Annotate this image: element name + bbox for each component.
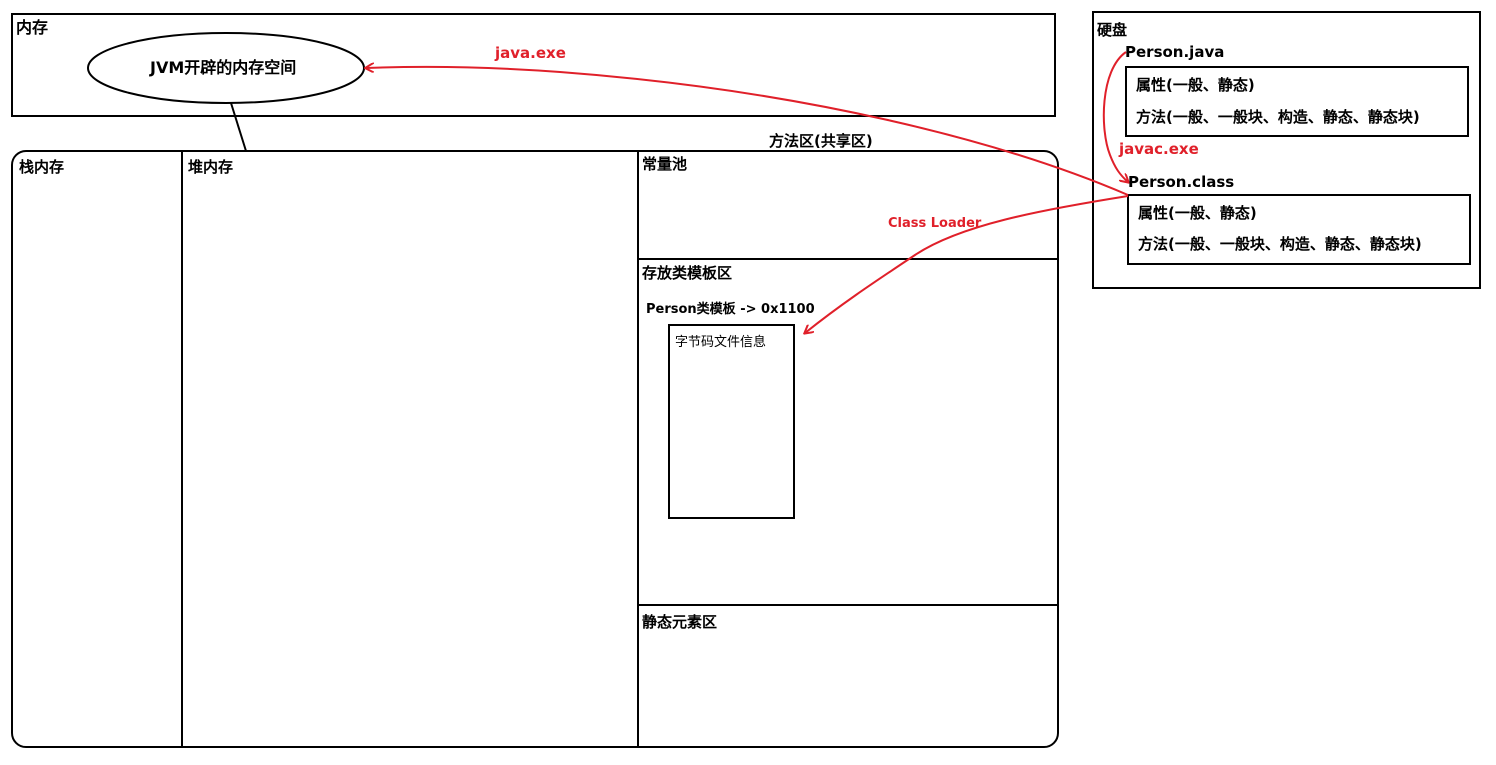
jvm-space-label: JVM开辟的内存空间 [150,58,297,77]
person-template-label: Person类模板 -> 0x1100 [646,302,815,317]
runtime-area-box [11,150,1059,748]
bytecode-info-label: 字节码文件信息 [675,335,767,350]
person-java-label: Person.java [1125,43,1225,61]
class-template-area-label: 存放类模板区 [642,264,733,282]
method-area-title: 方法区(共享区) [769,132,873,150]
person-java-box [1125,66,1469,137]
disk-box [1092,11,1481,289]
heap-label: 堆内存 [188,158,234,176]
class-loader-arrow [805,195,1129,333]
person-class-box [1127,194,1471,265]
stack-label: 栈内存 [19,158,65,176]
class-methods-label: 方法(一般、一般块、构造、静态、静态块) [1138,235,1422,253]
java-exe-arrow [366,67,1129,196]
javac-exe-arrow [1102,51,1128,182]
javac-exe-label: javac.exe [1119,140,1199,158]
java-exe-label: java.exe [495,44,566,62]
disk-title: 硬盘 [1097,21,1128,39]
memory-title: 内存 [16,18,49,37]
constant-pool-label: 常量池 [642,155,688,173]
class-loader-label: Class Loader [888,216,982,231]
jvm-connector-line [230,102,247,152]
java-attributes-label: 属性(一般、静态) [1136,76,1255,94]
static-area-label: 静态元素区 [642,613,718,631]
bytecode-info-box [668,324,795,519]
java-methods-label: 方法(一般、一般块、构造、静态、静态块) [1136,108,1420,126]
class-attributes-label: 属性(一般、静态) [1138,204,1257,222]
person-class-label: Person.class [1128,173,1235,191]
memory-box [11,13,1056,117]
